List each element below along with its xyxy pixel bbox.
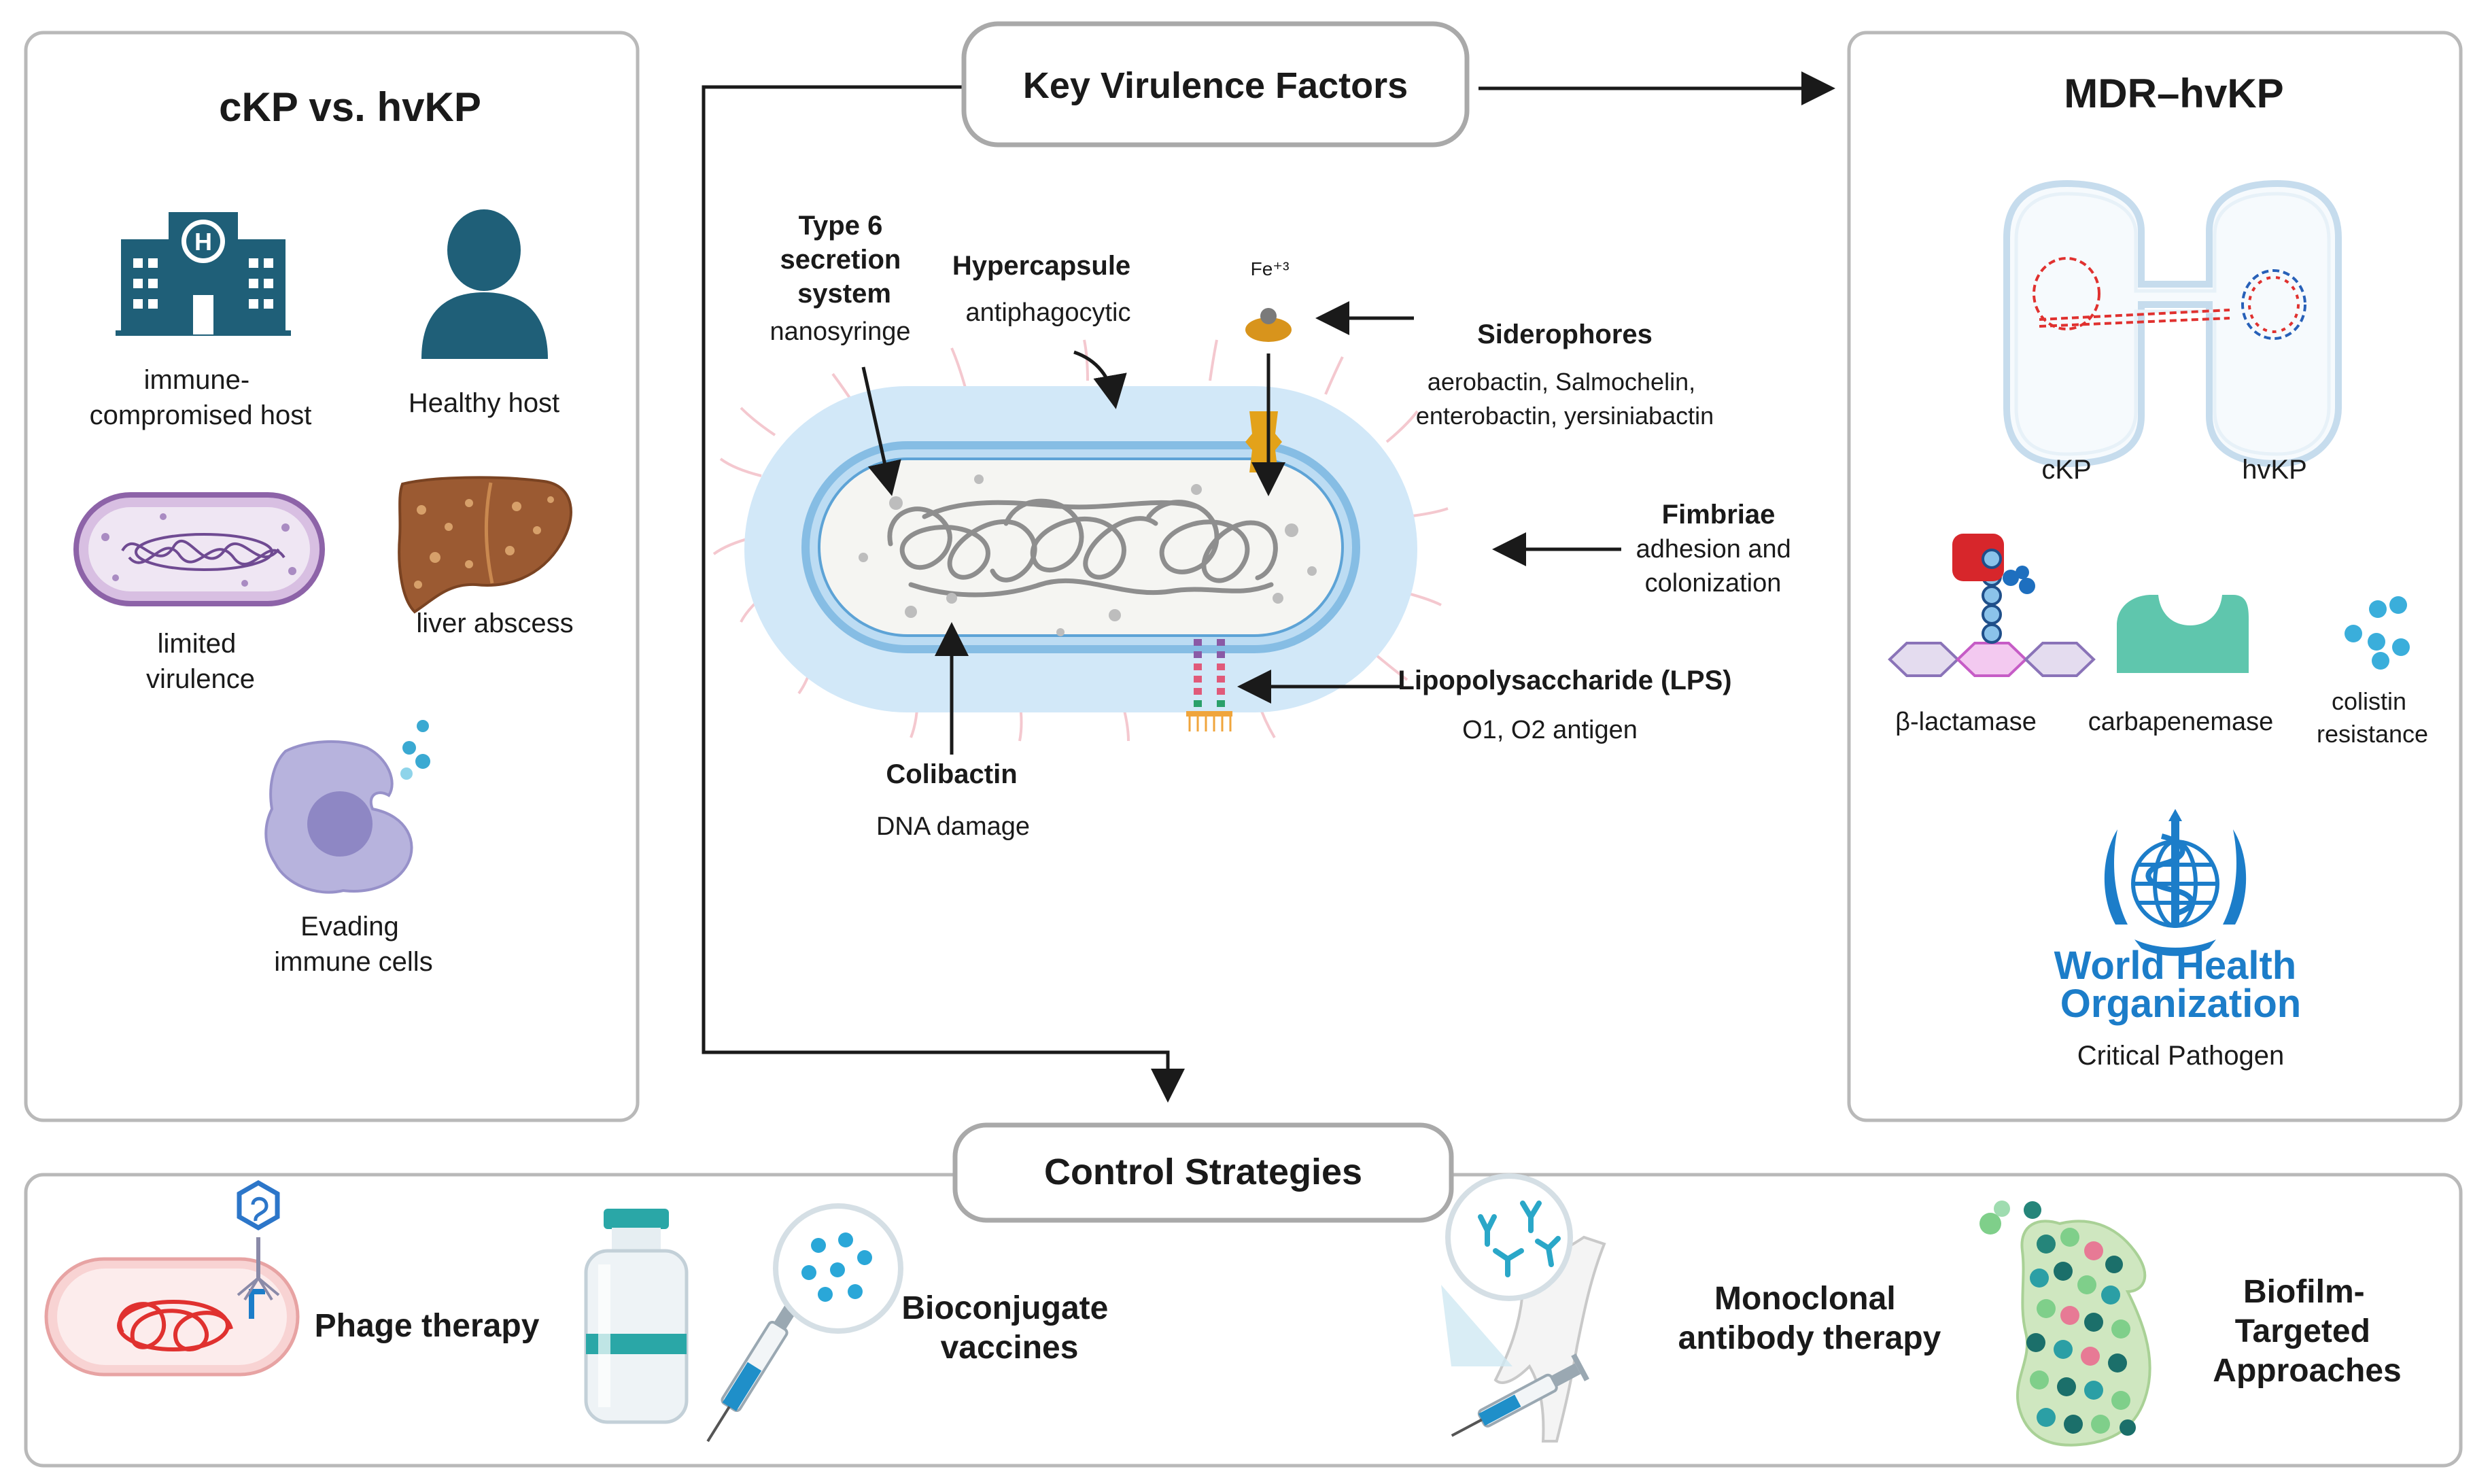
- lps-chains: [1186, 639, 1232, 731]
- left-item-5-label: Evading immune cells: [274, 912, 432, 977]
- left-panel-title: cKP vs. hvKP: [219, 84, 481, 130]
- vaccine-icon: [584, 1203, 903, 1443]
- iron-ion: [1260, 308, 1277, 324]
- right-panel-title: MDR–hvKP: [2064, 71, 2283, 116]
- bacterium-icon: [73, 492, 325, 606]
- center-arrows: [861, 301, 1621, 755]
- left-item-4-label: liver abscess: [416, 608, 573, 638]
- siderophore-receptor: [1245, 411, 1282, 472]
- colistin-icon: [2345, 596, 2410, 670]
- conjugating-cells-icon: [2003, 179, 2342, 468]
- antibody-icon: [1441, 1173, 1606, 1443]
- colibactin-title: Colibactin: [886, 759, 1017, 789]
- resistance-2-label: carbapenemase: [2088, 708, 2274, 736]
- biofilm-icon: [1979, 1201, 2151, 1447]
- siderophores-desc: aerobactin, Salmochelin, enterobactin, y…: [1416, 368, 1714, 430]
- bottom-title-box: [952, 1122, 1454, 1223]
- left-item-3-label: limited virulence: [146, 629, 255, 694]
- strategy-3-label: Monoclonal antibody therapy: [1678, 1281, 1941, 1356]
- center-title-box: [961, 21, 1470, 148]
- fimbriae-desc: adhesion and colonization: [1636, 535, 1799, 598]
- hospital-icon: H: [116, 212, 291, 336]
- cell-label-hvkp: hvKP: [2242, 455, 2307, 485]
- strategy-4-label: Biofilm- Targeted Approaches: [2213, 1274, 2401, 1389]
- strategy-1-label: Phage therapy: [315, 1308, 540, 1344]
- siderophores-title: Siderophores: [1477, 320, 1653, 349]
- left-item-1-label: immune- compromised host: [90, 365, 312, 430]
- carbapenemase-icon: [2117, 595, 2249, 673]
- cytoplasm-granules: [859, 474, 1317, 636]
- fimbriae-title: Fimbriae: [1662, 500, 1776, 530]
- who-name: World Health Organization: [2054, 944, 2308, 1026]
- center-title: Key Virulence Factors: [1023, 65, 1408, 106]
- left-item-2-label: Healthy host: [409, 388, 559, 418]
- svg-text:H: H: [194, 228, 212, 256]
- resistance-1-label: β-lactamase: [1895, 708, 2037, 736]
- cell-label-ckp: cKP: [2041, 455, 2091, 485]
- lps-title: Lipopolysaccharide (LPS): [1398, 666, 1731, 695]
- hypercapsule-title: Hypercapsule: [952, 251, 1130, 281]
- person-icon: [421, 209, 548, 359]
- siderophore-complex: [1245, 317, 1292, 342]
- resistance-3-label: colistin resistance: [2317, 687, 2428, 748]
- immune-cell-icon: [264, 720, 430, 894]
- bottom-title: Control Strategies: [1044, 1152, 1362, 1192]
- colibactin-desc: DNA damage: [876, 812, 1030, 841]
- phage-icon: [44, 1179, 300, 1377]
- chromosome-dna: [887, 498, 1278, 598]
- lps-desc: O1, O2 antigen: [1462, 716, 1638, 744]
- flow-connectors: [702, 71, 1835, 1103]
- liver-icon: [398, 476, 572, 614]
- strategy-2-label: Bioconjugate vaccines: [901, 1290, 1117, 1366]
- beta-lactamase-icon: [1888, 534, 2096, 677]
- who-emblem-icon: [2104, 809, 2247, 956]
- hypercapsule-desc: antiphagocytic: [966, 298, 1131, 327]
- iron-label: Fe⁺³: [1251, 258, 1290, 279]
- t6ss-desc: nanosyringe: [769, 317, 910, 346]
- t6ss-title: Type 6 secretion system: [780, 211, 909, 309]
- who-caption: Critical Pathogen: [2077, 1041, 2285, 1071]
